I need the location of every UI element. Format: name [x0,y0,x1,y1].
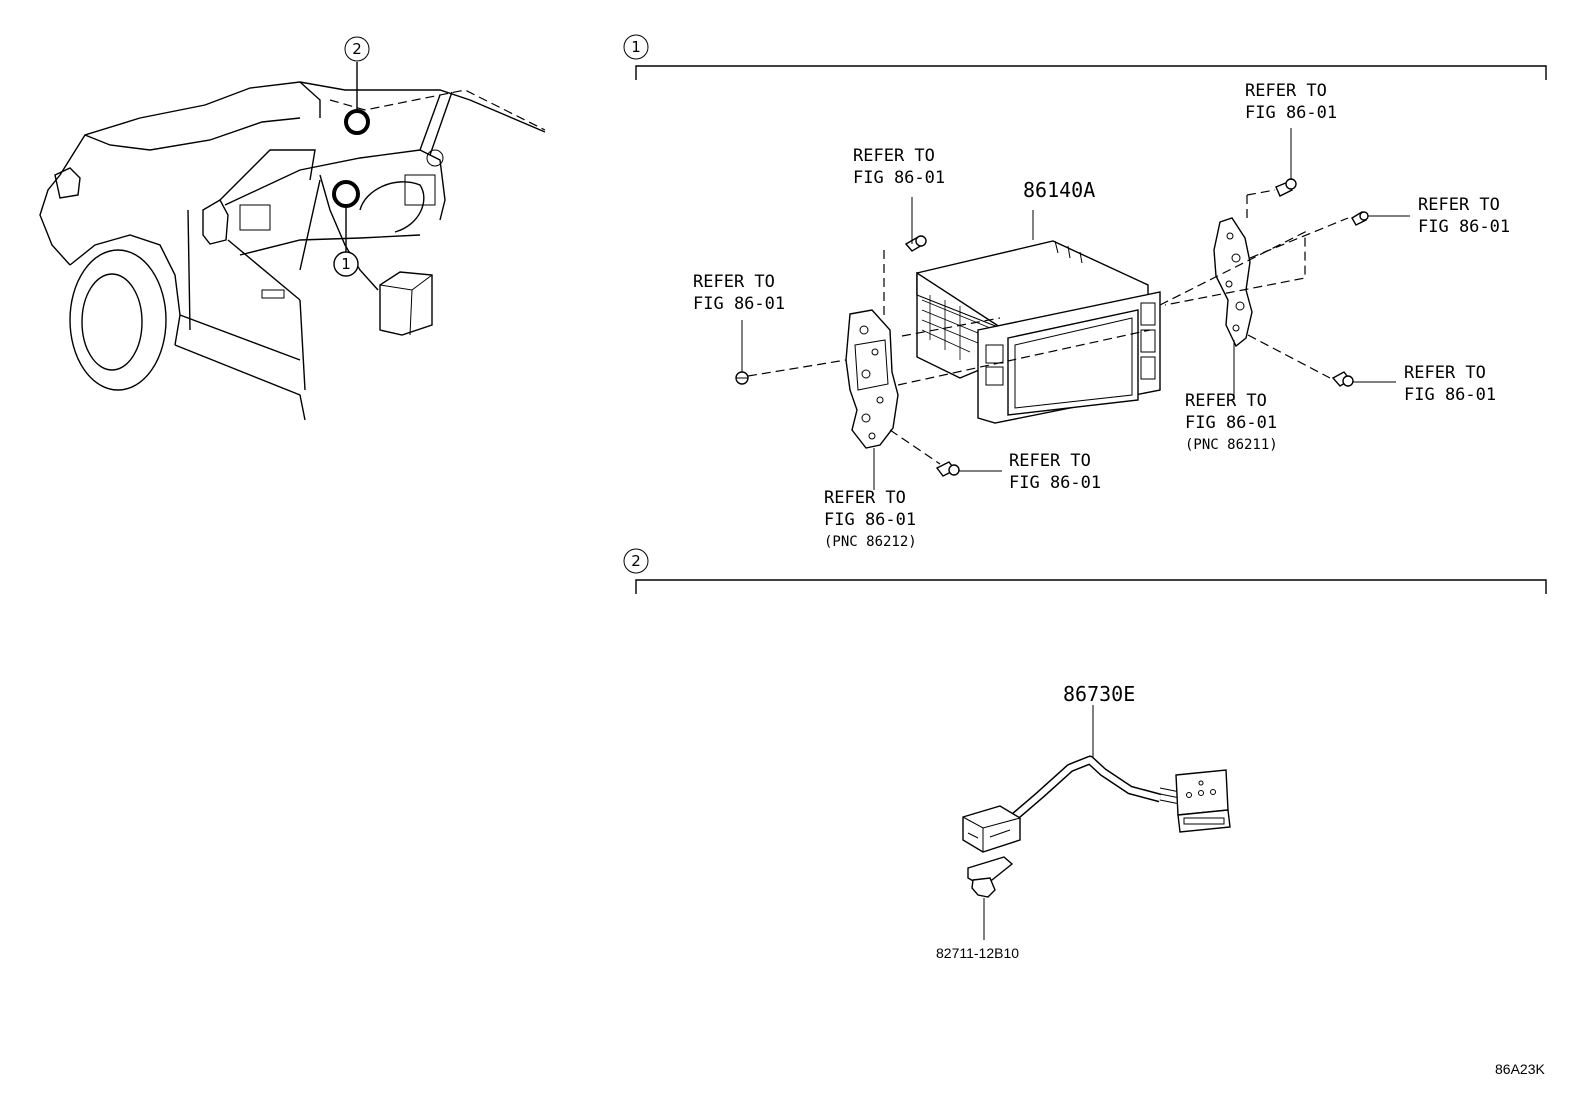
vehicle-overview-illustration [39,62,546,421]
svg-text:REFER TO: REFER TO [1404,363,1486,383]
pnc-86212-label: (PNC 86212) [824,534,917,550]
svg-text:REFER TO: REFER TO [1245,81,1327,101]
svg-text:REFER TO: REFER TO [1185,391,1267,411]
screw-icon [1275,178,1297,197]
part-number-86730e: 86730E [1063,682,1135,706]
section-1-header: 1 [623,34,1547,80]
svg-text:REFER TO: REFER TO [693,272,775,292]
svg-text:FIG 86-01: FIG 86-01 [853,168,945,188]
leader-lines [741,128,1410,490]
left-mounting-bracket [845,309,899,449]
screw-icon [1351,211,1369,226]
right-mounting-bracket [1213,217,1253,348]
overview-callout-1-label: 1 [341,255,351,273]
svg-text:FIG 86-01: FIG 86-01 [1404,385,1496,405]
pnc-86211-label: (PNC 86211) [1185,437,1278,453]
section-1-number: 1 [631,38,641,56]
refer-label-far-right: REFER TO FIG 86-01 [1418,195,1510,237]
overview-callout-2-label: 2 [352,40,362,58]
svg-text:FIG 86-01: FIG 86-01 [1009,473,1101,493]
svg-text:FIG 86-01: FIG 86-01 [1245,103,1337,123]
refer-label-right-bracket: REFER TO FIG 86-01 (PNC 86211) [1185,391,1278,453]
assembly-dashed-lines [747,189,1349,465]
svg-text:REFER TO: REFER TO [824,488,906,508]
svg-text:FIG 86-01: FIG 86-01 [693,294,785,314]
svg-text:FIG 86-01: FIG 86-01 [1418,217,1510,237]
refer-label-left: REFER TO FIG 86-01 [693,272,785,314]
refer-label-upper-left: REFER TO FIG 86-01 [853,146,945,188]
part-number-86140a: 86140A [1023,178,1095,202]
navigation-head-unit [916,210,1161,424]
overview-callout-2: 2 [344,36,370,62]
screw-icons [735,178,1369,477]
wire-harness-86730e [962,705,1231,853]
svg-text:REFER TO: REFER TO [1418,195,1500,215]
part-number-82711-12b10: 82711-12B10 [936,945,1019,961]
screw-icon [935,461,960,477]
screw-icon [1331,371,1354,387]
refer-label-upper-right: REFER TO FIG 86-01 [1245,81,1337,123]
screw-icon [735,371,749,385]
refer-label-lower-left: REFER TO FIG 86-01 (PNC 86212) [824,488,917,550]
screw-icon [904,235,927,252]
svg-text:REFER TO: REFER TO [853,146,935,166]
section-2-header: 2 [623,548,1547,594]
svg-text:FIG 86-01: FIG 86-01 [1185,413,1277,433]
section-2-number: 2 [631,552,641,570]
overview-callout-1: 1 [333,251,359,277]
svg-text:REFER TO: REFER TO [1009,451,1091,471]
refer-label-right-lower: REFER TO FIG 86-01 [1404,363,1496,405]
retaining-clip [967,856,1014,940]
refer-label-lower-middle: REFER TO FIG 86-01 [1009,451,1101,493]
svg-text:FIG 86-01: FIG 86-01 [824,510,916,530]
figure-code: 86A23K [1495,1061,1545,1077]
